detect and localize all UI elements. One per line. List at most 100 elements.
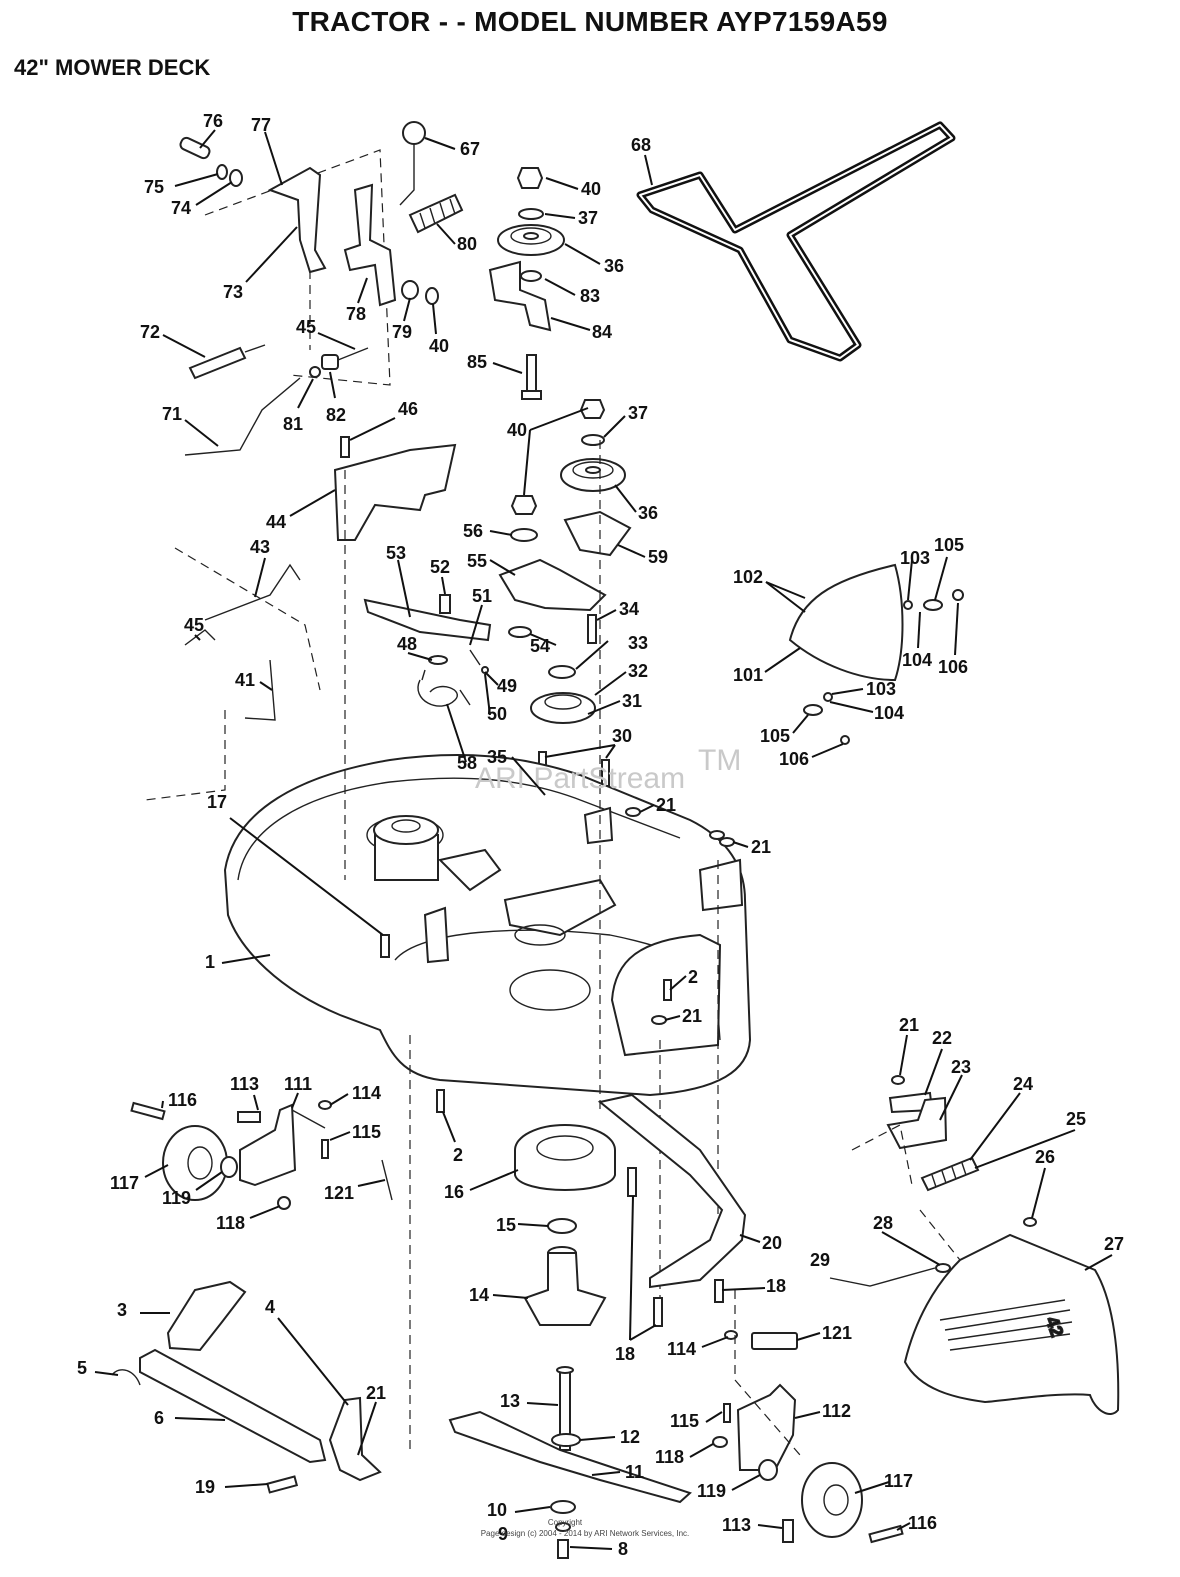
callout-37: 37 xyxy=(578,208,598,228)
callout-102: 102 xyxy=(733,567,763,587)
part-82-81-clip xyxy=(309,347,369,378)
dashed-assembly-lines-deck xyxy=(344,440,719,1455)
part-58-torsion-spring xyxy=(417,669,471,707)
page-subtitle: 42" MOWER DECK xyxy=(14,55,211,80)
callout-33: 33 xyxy=(628,633,648,653)
callout-30: 30 xyxy=(612,726,632,746)
callout-35: 35 xyxy=(487,747,507,767)
callout-121-left: 121 xyxy=(324,1183,354,1203)
callout-74: 74 xyxy=(171,198,191,218)
part-20-front-hanger-bracket xyxy=(597,1093,747,1289)
callout-75: 75 xyxy=(144,177,164,197)
callout-32: 32 xyxy=(628,661,648,681)
callout-49: 49 xyxy=(497,676,517,696)
callout-56: 56 xyxy=(463,521,483,541)
copyright-line-2: Page design (c) 2004 - 2014 by ARI Netwo… xyxy=(481,1529,690,1538)
part-32-31-pulley xyxy=(530,692,596,724)
callout-43: 43 xyxy=(250,537,270,557)
callout-73: 73 xyxy=(223,282,243,302)
callout-21-a: 21 xyxy=(656,795,676,815)
part-111-wheel-bracket-left xyxy=(239,1103,326,1187)
callout-103-lower: 103 xyxy=(866,679,896,699)
part-2-screw-lower xyxy=(436,1089,445,1113)
part-15-bearing xyxy=(547,1218,577,1234)
part-52-bolt xyxy=(439,594,451,614)
part-10-9-8-hardware xyxy=(550,1500,576,1559)
callout-28: 28 xyxy=(873,1213,893,1233)
callout-115-right: 115 xyxy=(670,1411,699,1431)
callout-117-left: 117 xyxy=(110,1173,139,1193)
dashed-assembly-lines-chute xyxy=(851,1124,961,1261)
callout-111: 111 xyxy=(284,1074,312,1094)
callout-13: 13 xyxy=(500,1391,520,1411)
callout-106: 106 xyxy=(938,657,968,677)
callout-54: 54 xyxy=(530,636,550,656)
callout-116-left: 116 xyxy=(168,1090,197,1110)
part-13-spindle-shaft xyxy=(556,1366,574,1451)
part-78-lift-arm xyxy=(343,183,397,307)
callout-105-lower: 105 xyxy=(760,726,790,746)
callout-79: 79 xyxy=(392,322,412,342)
copyright-line-1: Copyright xyxy=(548,1518,583,1527)
part-101-deflector-shield xyxy=(788,563,904,682)
callout-59: 59 xyxy=(648,547,668,567)
part-41-lift-link xyxy=(244,659,276,721)
callout-18-left: 18 xyxy=(615,1344,635,1364)
callout-24: 24 xyxy=(1013,1074,1033,1094)
callout-15: 15 xyxy=(496,1215,516,1235)
callout-116-right: 116 xyxy=(908,1513,937,1533)
part-84-belt-guide xyxy=(488,260,552,332)
part-14-spindle-housing xyxy=(523,1246,607,1326)
watermark-text: ARI PartStream xyxy=(475,762,685,795)
part-103-106-hinge-hardware xyxy=(803,589,964,745)
part-55-idler-arm xyxy=(498,558,607,612)
callout-9: 9 xyxy=(498,1524,508,1544)
part-44-belt-cover xyxy=(333,443,457,541)
callout-106-lower: 106 xyxy=(779,749,809,769)
part-77-73-bracket xyxy=(267,166,327,274)
callout-21-e: 21 xyxy=(366,1383,386,1403)
part-26-28-washers xyxy=(935,1217,1037,1273)
callout-53: 53 xyxy=(386,543,406,563)
callout-1: 1 xyxy=(205,952,215,972)
callout-3: 3 xyxy=(117,1300,127,1320)
callout-2-upper: 2 xyxy=(688,967,698,987)
dashed-assembly-lines-right-wheel xyxy=(734,1290,801,1456)
callout-16: 16 xyxy=(444,1182,464,1202)
part-43-rod xyxy=(204,563,301,621)
page-title: TRACTOR - - MODEL NUMBER AYP7159A59 xyxy=(292,6,888,37)
callout-121-right: 121 xyxy=(822,1323,852,1343)
callout-80: 80 xyxy=(457,234,477,254)
part-36-idler-pulley-mid xyxy=(560,458,626,492)
callout-82: 82 xyxy=(326,405,346,425)
callout-29: 29 xyxy=(810,1250,830,1270)
callout-17: 17 xyxy=(207,792,227,812)
part-53-bracket xyxy=(363,598,492,642)
callout-112: 112 xyxy=(822,1401,851,1421)
part-117-wheel-right xyxy=(801,1462,863,1538)
part-37-washer-mid xyxy=(581,434,605,446)
part-115-118-119-hardware-right xyxy=(712,1403,794,1543)
callout-119-right: 119 xyxy=(697,1481,726,1501)
callout-leaders xyxy=(94,129,1113,1550)
part-16-spindle-housing-cover xyxy=(514,1124,616,1191)
callout-48: 48 xyxy=(397,634,417,654)
callout-2-lower: 2 xyxy=(453,1145,463,1165)
callout-118-left: 118 xyxy=(216,1213,245,1233)
part-54-washer xyxy=(508,626,532,638)
callout-31: 31 xyxy=(622,691,642,711)
part-21-17-hardware-deck xyxy=(380,807,735,1025)
callout-18-right: 18 xyxy=(766,1276,786,1296)
part-36-idler-pulley-top xyxy=(497,224,565,256)
part-68-drive-belt xyxy=(636,121,956,362)
part-85-bolt xyxy=(521,354,542,400)
callout-21-b: 21 xyxy=(751,837,771,857)
part-34-bolt xyxy=(587,614,597,644)
callout-103: 103 xyxy=(900,548,930,568)
part-1-mower-deck xyxy=(223,754,752,1097)
callout-40-mid: 40 xyxy=(507,420,527,440)
callout-5: 5 xyxy=(77,1358,87,1378)
callout-118-right: 118 xyxy=(655,1447,684,1467)
part-49-50-pins xyxy=(469,649,489,674)
